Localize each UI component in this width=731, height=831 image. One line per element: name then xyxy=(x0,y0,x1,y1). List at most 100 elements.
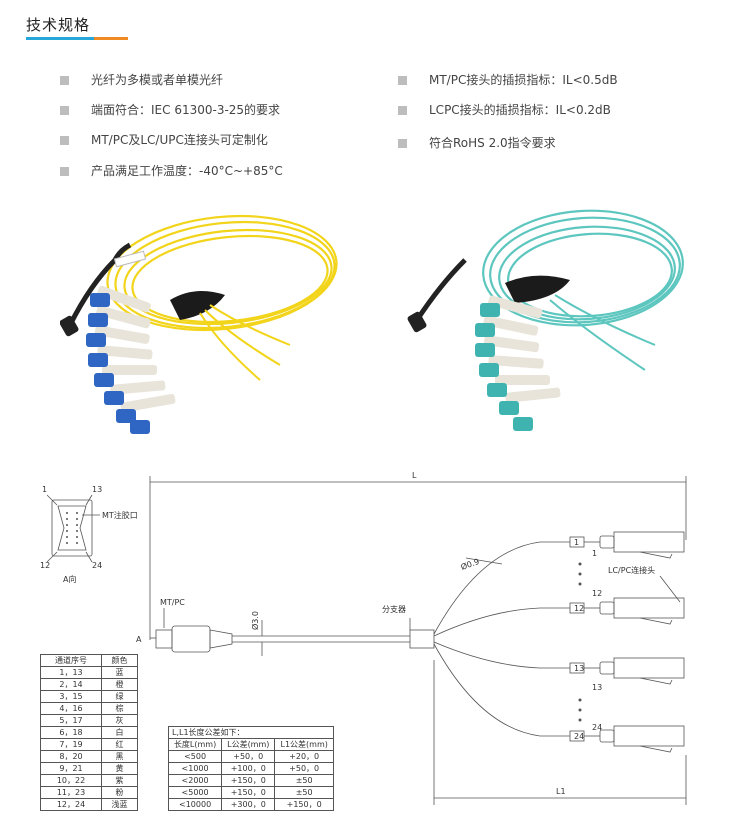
spec-item: 产品满足工作温度：-40°C~+85°C xyxy=(60,162,283,179)
table-cell: 3，15 xyxy=(39,690,103,703)
title-underline-blue xyxy=(26,37,94,40)
spec-item: LCPC接头的插损指标：IL<0.2dB xyxy=(398,101,611,118)
pin-12-label: 12 xyxy=(40,561,50,570)
table-cell: 棕 xyxy=(101,702,138,715)
table-cell: +150，0 xyxy=(221,774,276,787)
spec-item: MT/PC接头的插损指标：IL<0.5dB xyxy=(398,71,618,88)
table-row: <10000+300，0+150，0 xyxy=(167,798,334,811)
table-header: 长度L(mm) xyxy=(167,738,223,751)
table-cell: +50，0 xyxy=(274,762,334,775)
table-header: L1公差(mm) xyxy=(274,738,334,751)
lc-pc-label: LC/PC连接头 xyxy=(608,565,655,575)
channel-12-label: 12 xyxy=(592,589,602,598)
table-cell: +100，0 xyxy=(221,762,276,775)
mt-pc-label: MT/PC xyxy=(160,598,185,607)
view-a-label: A向 xyxy=(63,574,76,584)
yellow-fiber-harness-image xyxy=(60,214,338,434)
bullet-square-icon xyxy=(60,136,69,145)
table-cell: 7，19 xyxy=(39,738,103,751)
table-cell: +20，0 xyxy=(274,750,334,763)
table-cell: 浅蓝 xyxy=(101,798,138,811)
port-tag: 1 xyxy=(574,538,579,547)
table-cell: 橙 xyxy=(101,678,138,691)
table-caption-row: L,L1长度公差如下： xyxy=(168,726,334,739)
port-tag: 24 xyxy=(574,732,584,741)
table-cell: 1，13 xyxy=(39,666,103,679)
table-row: <1000+100，0+50，0 xyxy=(167,762,334,775)
table-cell: 12，24 xyxy=(39,798,103,811)
spec-item: 符合RoHS 2.0指令要求 xyxy=(398,134,556,151)
port-tag: 13 xyxy=(574,664,584,673)
pin-13-label: 13 xyxy=(92,485,102,494)
table-row: <2000+150，0±50 xyxy=(167,774,334,787)
table-row: <500+50，0+20，0 xyxy=(167,750,334,763)
table-cell: 黑 xyxy=(101,750,138,763)
table-cell: +300，0 xyxy=(221,798,276,811)
table-cell: +150，0 xyxy=(274,798,334,811)
spec-item: 端面符合：IEC 61300-3-25的要求 xyxy=(60,101,280,118)
diameter-3-label: Ø3.0 xyxy=(250,611,260,630)
aqua-fiber-harness-image xyxy=(407,209,684,431)
bullet-square-icon xyxy=(60,167,69,176)
table-cell: 2，14 xyxy=(39,678,103,691)
table-cell: 黄 xyxy=(101,762,138,775)
bullet-square-icon xyxy=(60,106,69,115)
table-cell: 8，20 xyxy=(39,750,103,763)
table-header: L公差(mm) xyxy=(221,738,276,751)
table-cell: 10，22 xyxy=(39,774,103,787)
section-title: 技术规格 xyxy=(26,16,91,34)
table-cell: <5000 xyxy=(167,786,223,799)
table-cell: <500 xyxy=(167,750,223,763)
table-cell: 5，17 xyxy=(39,714,103,727)
technical-drawing: L L1 1 13 12 24 MT注胶口 A向 MT/PC A Ø3.0 Ø0… xyxy=(40,471,687,805)
spec-item: 光纤为多模或者单模光纤 xyxy=(60,71,223,88)
table-cell: <2000 xyxy=(167,774,223,787)
table-cell: ±50 xyxy=(274,786,334,799)
table-cell: 红 xyxy=(101,738,138,751)
table-cell: 紫 xyxy=(101,774,138,787)
table-cell: <1000 xyxy=(167,762,223,775)
table-cell: 6，18 xyxy=(39,726,103,739)
table-row: <5000+150，0±50 xyxy=(167,786,334,799)
table-cell: 白 xyxy=(101,726,138,739)
length-tolerance-table: L,L1长度公差如下： 长度L(mm) L公差(mm) L1公差(mm) <50… xyxy=(167,726,334,811)
channel-24-label: 24 xyxy=(592,723,602,732)
pin-1-label: 1 xyxy=(42,485,47,494)
table-cell: 绿 xyxy=(101,690,138,703)
table-cell: 粉 xyxy=(101,786,138,799)
channel-13-label: 13 xyxy=(592,683,602,692)
splitter-label: 分支器 xyxy=(382,604,406,614)
table-cell: 蓝 xyxy=(101,666,138,679)
end-a-label: A xyxy=(136,635,142,644)
bullet-square-icon xyxy=(60,76,69,85)
bullet-square-icon xyxy=(398,139,407,148)
pin-24-label: 24 xyxy=(92,561,102,570)
table-cell: +150，0 xyxy=(221,786,276,799)
bullet-square-icon xyxy=(398,76,407,85)
port-tag: 12 xyxy=(574,604,584,613)
spec-item: MT/PC及LC/UPC连接头可定制化 xyxy=(60,131,268,148)
table-cell: ±50 xyxy=(274,774,334,787)
dim-L1-label: L1 xyxy=(556,787,566,796)
title-underline-orange xyxy=(94,37,128,40)
table-cell: 灰 xyxy=(101,714,138,727)
table-header-row: 长度L(mm) L公差(mm) L1公差(mm) xyxy=(167,738,334,751)
table-header: 颜色 xyxy=(101,654,138,667)
mt-glue-port-label: MT注胶口 xyxy=(102,510,138,520)
table-cell: +50，0 xyxy=(221,750,276,763)
table-cell: 9，21 xyxy=(39,762,103,775)
channel-1-label: 1 xyxy=(592,549,597,558)
dim-L-label: L xyxy=(412,471,417,480)
